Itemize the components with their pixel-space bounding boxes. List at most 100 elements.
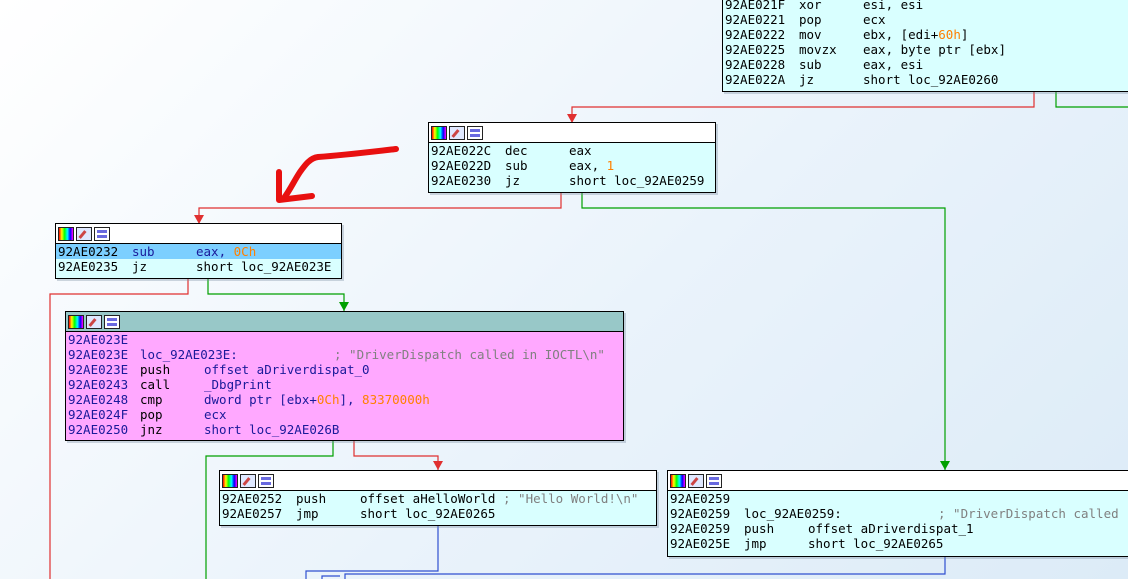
instruction-line[interactable]: 92AE023E <box>66 332 623 347</box>
operand: ecx <box>863 12 886 27</box>
address: 92AE023E <box>68 347 129 362</box>
arrowhead <box>940 461 950 470</box>
mnemonic: pop <box>140 407 163 422</box>
operand: eax, byte ptr [ebx] <box>863 42 1006 57</box>
instruction-line[interactable]: 92AE0221 pop ecx <box>723 12 1128 27</box>
address: 92AE0222 <box>725 27 786 42</box>
mnemonic: push <box>296 491 327 506</box>
edit-pencil-icon[interactable] <box>688 473 704 488</box>
annotation-arrow <box>281 146 399 201</box>
arrowhead <box>567 114 577 123</box>
group-nodes-icon[interactable] <box>94 226 110 241</box>
mnemonic: cmp <box>140 392 163 407</box>
numeric-constant: 60h <box>938 27 961 42</box>
mnemonic: sub <box>505 158 528 173</box>
operand: short loc_92AE026B <box>204 422 340 437</box>
address: 92AE023E <box>68 332 129 347</box>
group-nodes-icon[interactable] <box>104 314 120 329</box>
mnemonic: jz <box>505 173 521 188</box>
operand: eax, <box>569 158 607 173</box>
address: 92AE0252 <box>222 491 283 506</box>
mnemonic: push <box>744 521 775 536</box>
operand: offset aDriverdispat_0 <box>204 362 370 377</box>
mnemonic: call <box>140 377 171 392</box>
operand: eax, esi <box>863 57 924 72</box>
edge-true <box>205 441 334 579</box>
mnemonic: pop <box>799 12 822 27</box>
address: 92AE0259 <box>670 491 731 506</box>
edit-pencil-icon[interactable] <box>240 473 256 488</box>
operand: short loc_92AE023E <box>196 259 332 274</box>
address: 92AE0232 <box>58 244 119 259</box>
address: 92AE0221 <box>725 12 786 27</box>
operand: esi, esi <box>863 0 924 12</box>
edge-true <box>1055 92 1128 108</box>
mnemonic: mov <box>799 27 822 42</box>
operand: ebx, [edi+ <box>863 27 939 42</box>
annotation-arrowhead <box>276 169 315 203</box>
color-palette-icon[interactable] <box>670 473 686 488</box>
operand: _DbgPrint <box>204 377 272 392</box>
address: 92AE0248 <box>68 392 129 407</box>
address: 92AE022C <box>431 143 492 158</box>
mnemonic: jnz <box>140 422 163 437</box>
address: 92AE0257 <box>222 506 283 521</box>
color-palette-icon[interactable] <box>222 473 238 488</box>
address: 92AE024F <box>68 407 129 422</box>
address: 92AE0243 <box>68 377 129 392</box>
color-palette-icon[interactable] <box>431 125 447 140</box>
edit-pencil-icon[interactable] <box>449 125 465 140</box>
group-nodes-icon[interactable] <box>706 473 722 488</box>
group-nodes-icon[interactable] <box>467 125 483 140</box>
edge-jump <box>321 575 340 579</box>
operand: eax <box>569 143 592 158</box>
edit-pencil-icon[interactable] <box>86 314 102 329</box>
numeric-constant: 83370000h <box>362 392 430 407</box>
color-palette-icon[interactable] <box>58 226 74 241</box>
color-palette-icon[interactable] <box>68 314 84 329</box>
instruction-line[interactable]: 92AE0222 mov ebx, [edi+60h] <box>723 27 1128 42</box>
operand: ] <box>960 27 969 42</box>
edit-pencil-icon[interactable] <box>76 226 92 241</box>
operand: short loc_92AE0265 <box>808 536 944 551</box>
instruction-line[interactable]: 92AE0259 <box>668 491 1128 506</box>
address: 92AE022A <box>725 72 786 87</box>
mnemonic: movzx <box>799 42 837 57</box>
mnemonic: sub <box>132 244 155 259</box>
edge-true <box>581 193 946 470</box>
edge-jump <box>305 526 439 579</box>
code-label: loc_92AE0259: <box>744 506 842 521</box>
block-header <box>56 224 341 244</box>
operand: short loc_92AE0265 <box>360 506 496 521</box>
comment: ; "DriverDispatch called in IOCTL\n" <box>334 347 605 362</box>
instruction-line[interactable]: 92AE0243 call _DbgPrint <box>66 377 623 392</box>
address: 92AE021F <box>725 0 786 12</box>
address: 92AE0228 <box>725 57 786 72</box>
group-nodes-icon[interactable] <box>258 473 274 488</box>
